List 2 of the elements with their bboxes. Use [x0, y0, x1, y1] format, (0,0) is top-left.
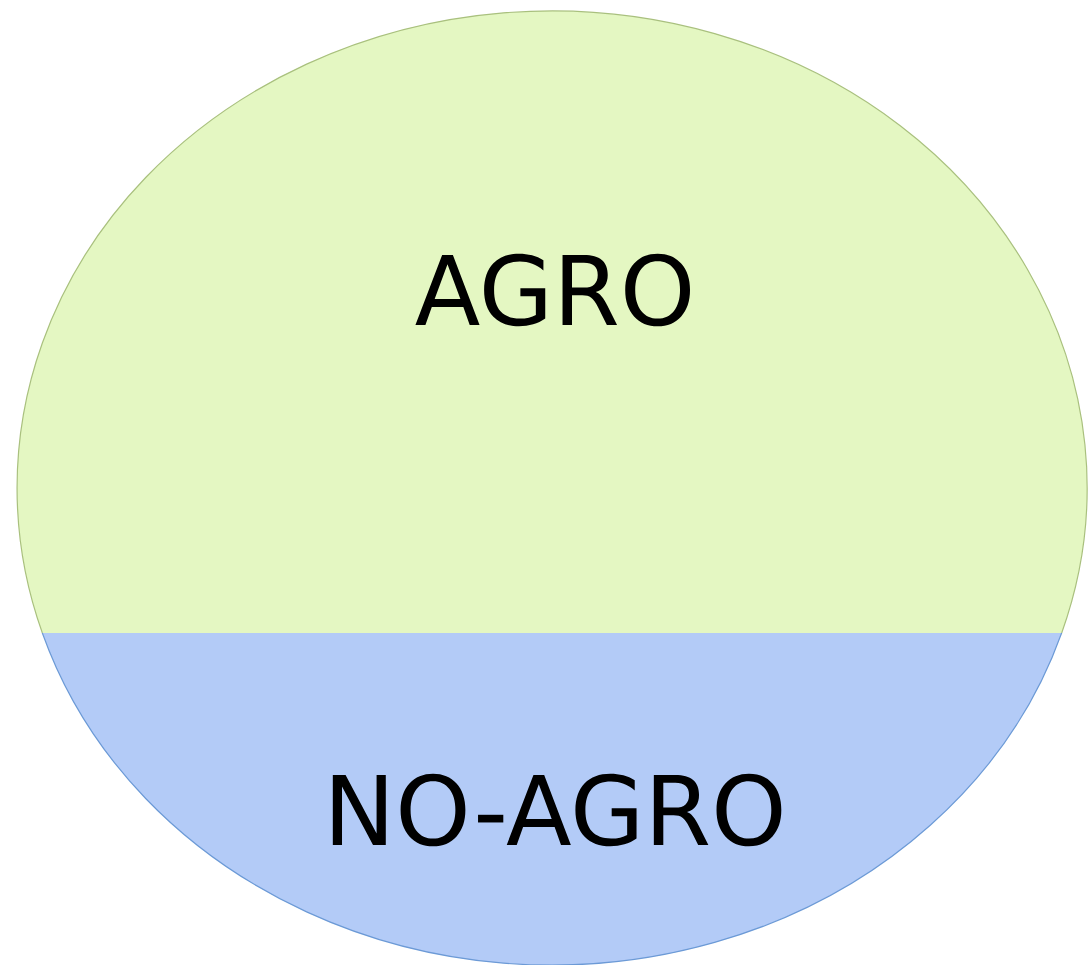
ellipse-segment: NO-AGRO [41, 632, 1063, 965]
ellipse-segment: AGRO [16, 10, 1088, 634]
